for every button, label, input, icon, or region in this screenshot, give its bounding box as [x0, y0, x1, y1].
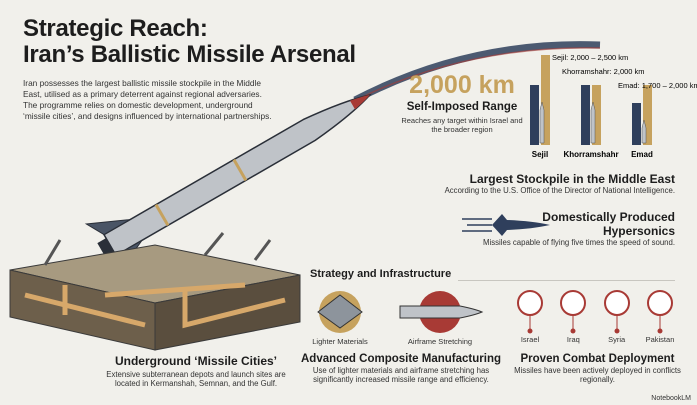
- notebooklm-brand: NotebookLM: [651, 395, 691, 402]
- manufacturing-desc: Use of lighter materials and airframe st…: [312, 366, 490, 384]
- deployment-title: Proven Combat Deployment: [520, 353, 675, 365]
- bar-sejil-1: [541, 55, 550, 145]
- tick-label-khorramshahr: Khorramshahr: [563, 150, 618, 159]
- page-title: Strategic Reach:Iran’s Ballistic Missile…: [23, 16, 356, 68]
- bar-emad-1: [643, 85, 652, 145]
- title-line-1: Strategic Reach:: [23, 15, 208, 42]
- country-syria: Syria: [597, 290, 637, 344]
- underground-title: Underground ‘Missile Cities’: [114, 354, 278, 368]
- hypersonics-title-2: Hypersonics: [602, 224, 675, 238]
- deployment-desc: Missiles have been actively deployed in …: [514, 366, 681, 384]
- range-label: Self-Imposed Range: [406, 101, 518, 113]
- annotation-khorramshahr: Khorramshahr: 2,000 km: [562, 67, 645, 76]
- bar-khorramshahr-0: [581, 85, 590, 145]
- manufacturing-title: Advanced Composite Manufacturing: [301, 353, 501, 365]
- range-value: 2,000 km: [409, 71, 515, 99]
- country-pakistan: Pakistan: [640, 290, 680, 344]
- range-desc: Reaches any target within Israel and the…: [401, 116, 523, 134]
- hypersonics-desc: Missiles capable of flying five times th…: [483, 238, 675, 247]
- country-iraq: Iraq: [553, 290, 593, 344]
- annotation-sejil: Sejil: 2,000 – 2,500 km: [552, 53, 628, 62]
- country-israel: Israel: [510, 290, 550, 344]
- hypersonics-title-1: Domestically Produced: [542, 210, 675, 224]
- label-airframe-stretching: Airframe Stretching: [407, 337, 473, 346]
- tick-label-emad: Emad: [631, 150, 653, 159]
- missile-range-chart: Sejil Sejil: 2,000 – 2,500 km Khorramshahr…: [530, 53, 697, 159]
- bar-missile-emad: [641, 119, 647, 144]
- bar-khorramshahr-1: [592, 85, 601, 145]
- underground-section: Underground ‘Missile Cities’ Extensive s…: [100, 354, 292, 388]
- stockpile-title: Largest Stockpile in the Middle East: [469, 172, 675, 186]
- deployment-section: Proven Combat Deployment Missiles have b…: [505, 352, 690, 384]
- ballistic-missile: [84, 93, 372, 278]
- strategy-heading: Strategy and Infrastructure: [310, 268, 452, 280]
- rocket-icon: [462, 214, 550, 236]
- missile-trail: [353, 41, 601, 104]
- bar-missile-sejil: [539, 101, 545, 144]
- label-lighter-materials: Lighter Materials: [312, 337, 368, 346]
- underground-cutaway: [9, 232, 301, 351]
- hypersonics-section: Domestically Produced Hypersonics Missil…: [483, 210, 675, 247]
- title-line-2: Iran’s Ballistic Missile Arsenal: [23, 41, 356, 68]
- stockpile-section: Largest Stockpile in the Middle East Acc…: [445, 172, 675, 195]
- tick-label-sejil: Sejil: [532, 150, 548, 159]
- underground-desc: Extensive subterranean depots and launch…: [106, 370, 286, 388]
- deployment-countries: Israel Iraq Syria Pakistan: [510, 290, 680, 344]
- bar-emad-0: [632, 103, 641, 145]
- missile-trail-accent: [359, 47, 601, 99]
- bar-sejil-0: [530, 85, 539, 145]
- manufacturing-icons: [317, 291, 484, 333]
- manufacturing-section: Advanced Composite Manufacturing Use of …: [296, 352, 506, 384]
- heading-divider: [458, 280, 675, 281]
- intro-text: Iran possesses the largest ballistic mis…: [23, 78, 272, 121]
- stockpile-desc: According to the U.S. Office of the Dire…: [444, 186, 675, 195]
- annotation-emad: Emad: 1,700 – 2,000 km: [618, 81, 697, 90]
- bar-missile-khorramshahr: [590, 101, 596, 144]
